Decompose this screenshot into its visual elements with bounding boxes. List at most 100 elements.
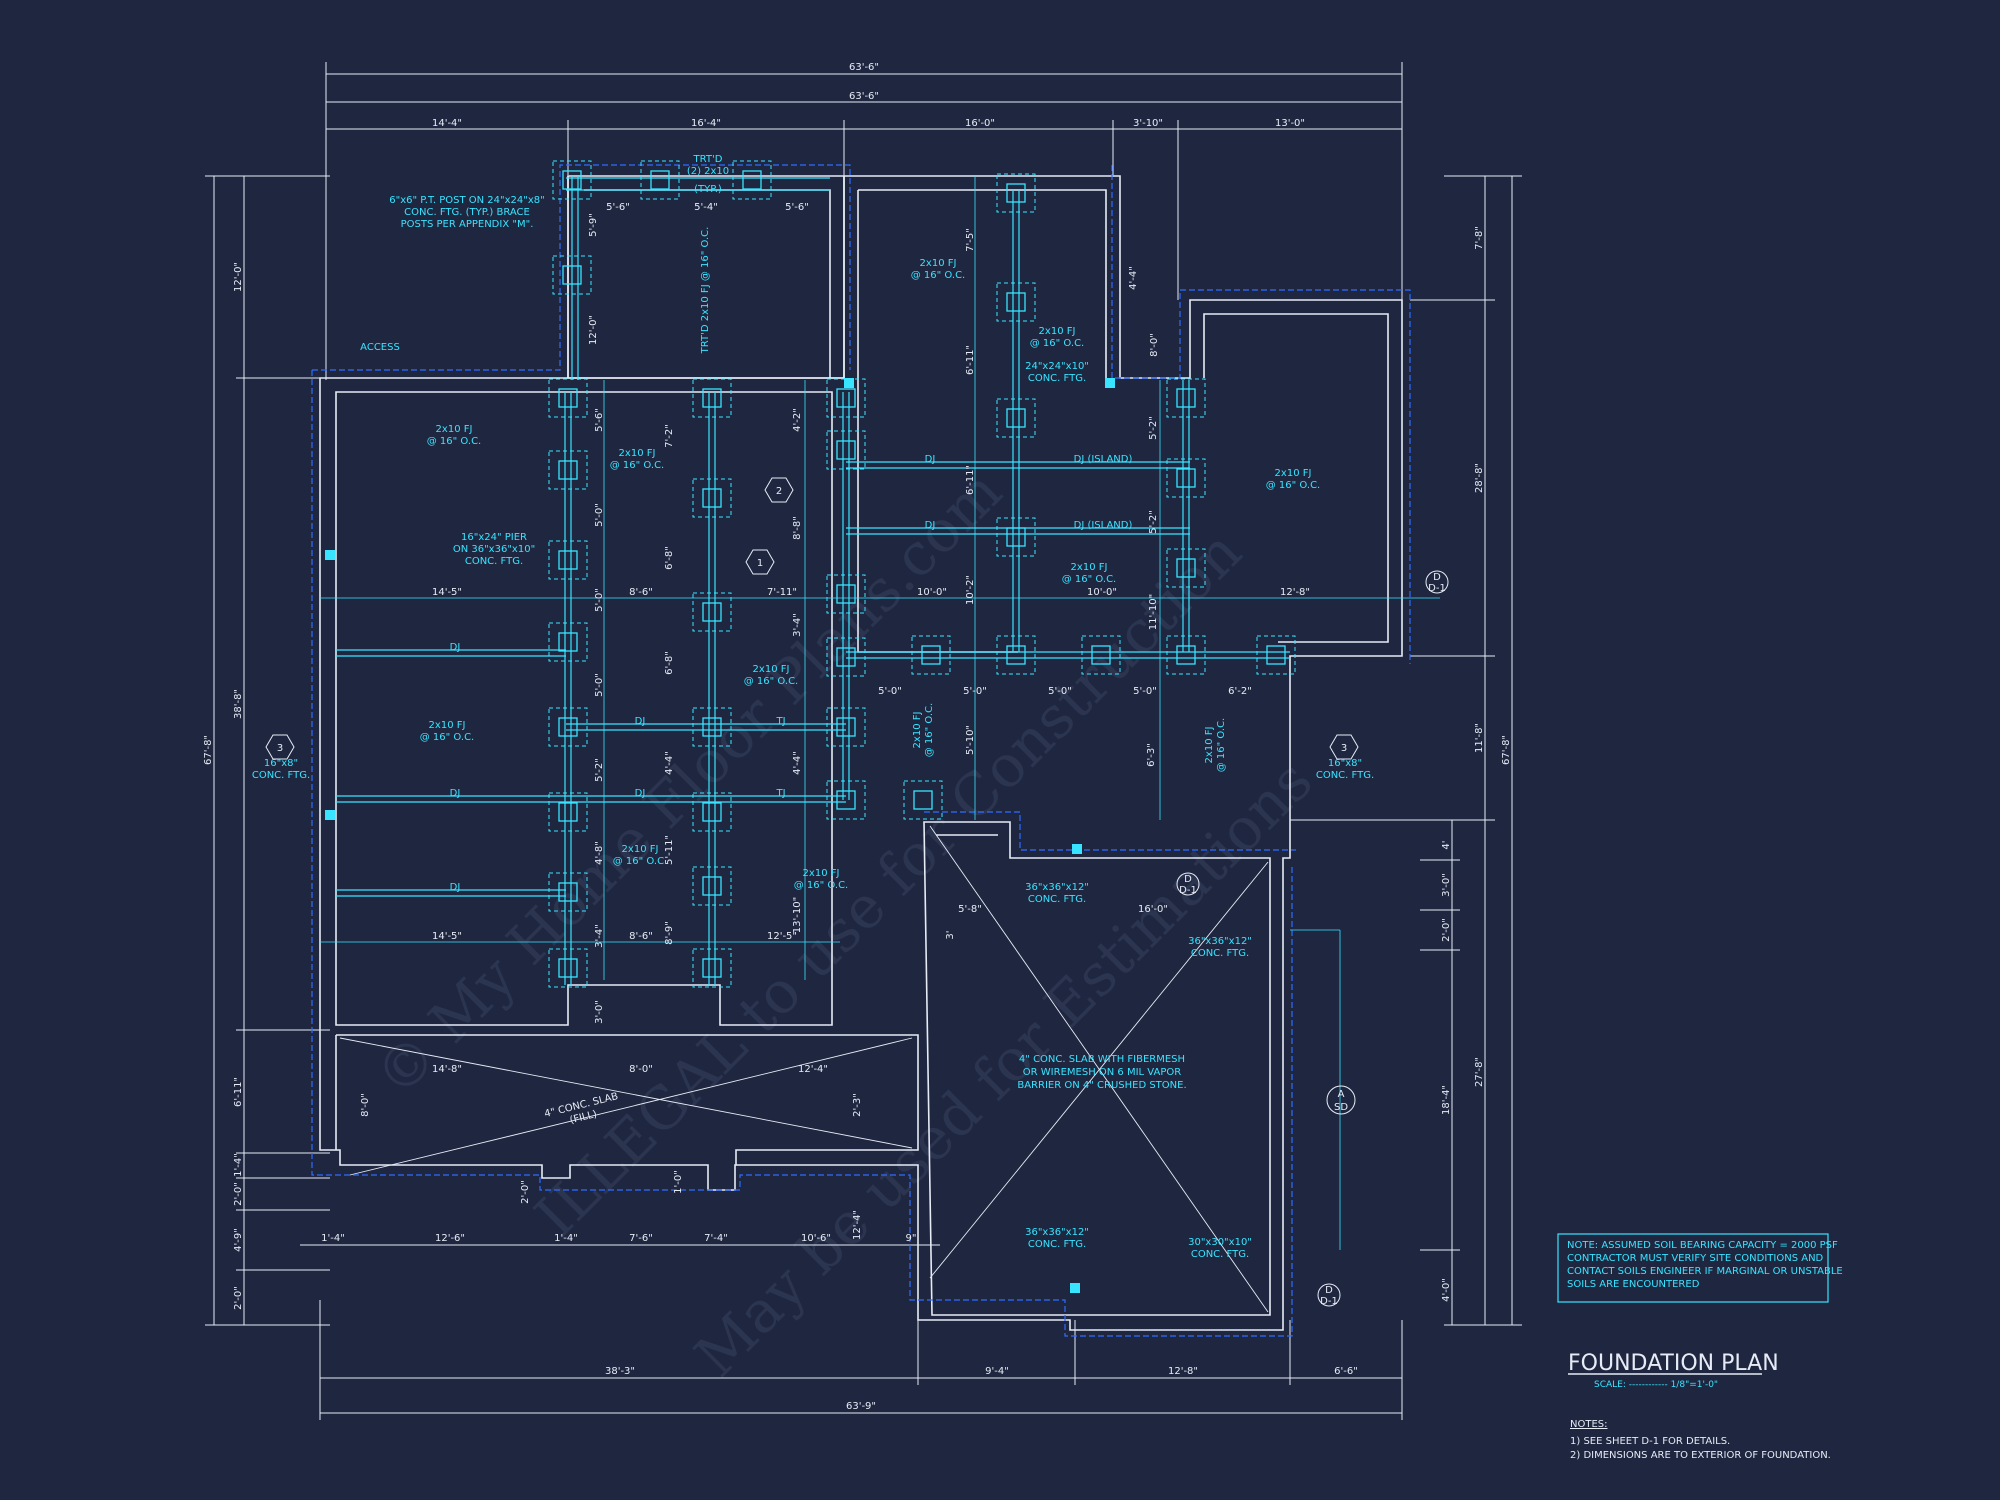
dim-top-seg-0: 14'-4" [432,118,462,129]
vertical-dim-text: 13'-10" [792,897,803,933]
vertical-dim-text: 3'-4" [594,924,605,948]
fj-label-11a: 2x10 FJ [912,712,923,749]
dim-int-d-1: 8'-6" [629,931,653,942]
fj-label-8b: @ 16" O.C. [420,732,475,743]
fj-label-9a: 2x10 FJ [622,844,659,855]
pier-footing [548,792,588,832]
dim-bottom-seg-1: 9'-4" [985,1366,1009,1377]
vertical-dim-text: 6'-3" [1146,743,1157,767]
dj-island-1: DJ (ISLAND) [1074,454,1133,465]
dj-label-3: DJ [450,882,461,893]
trtd-line-1: TRT'D [693,154,723,165]
dim-bottom-seg-3: 6'-6" [1334,1366,1358,1377]
dim-porch-3: 7'-6" [629,1233,653,1244]
tag-symbols [265,477,1449,1307]
fj-label-11b: @ 16" O.C. [924,703,935,758]
vertical-dim-text: 8'-8" [792,516,803,540]
soil-note-line-2: CONTRACTOR MUST VERIFY SITE CONDITIONS A… [1567,1253,1824,1264]
vertical-interior-dims: 5'-6"5'-0"5'-0"5'-0"5'-2"4'-8"3'-4"3'-0"… [360,213,1160,1240]
vertical-dim-text: 4'-2" [792,408,803,432]
section-a-sheet: SD [1334,1102,1348,1113]
trtd-line-2: (2) 2x10 [687,166,729,177]
dim-bottom-seg-2: 12'-8" [1168,1366,1198,1377]
ftg36-a-2: CONC. FTG. [1028,894,1086,905]
fj-label-2a: 2x10 FJ [619,448,656,459]
vertical-dim-text: 10'-2" [965,575,976,605]
dim-left-seg-2: 6'-11" [233,1077,244,1107]
vertical-dim-text: 6'-11" [965,465,976,495]
dim-right-inner-0: 4' [1441,840,1452,849]
pier-footing [548,450,588,490]
pier-footing [826,637,866,677]
ftg24-note-2: CONC. FTG. [1028,373,1086,384]
dj-label-6: DJ [925,454,936,465]
pier-footing [1166,548,1206,588]
vertical-dim-text: 2'-3" [852,1093,863,1117]
dj-label-5: DJ [635,788,646,799]
dim-int-f-1: 8'-0" [629,1064,653,1075]
dim-porch-2: 1'-4" [554,1233,578,1244]
pier-note-1: 16"x24" PIER [461,532,527,543]
tj-label-2: TJ [775,788,785,799]
pier-footing [548,872,588,912]
vertical-dim-text: 5'-11" [664,835,675,865]
conc-ftg16-left-2: CONC. FTG. [252,770,310,781]
dim-porch-0: 1'-4" [321,1233,345,1244]
vertical-dim-text: 3'-0" [594,1000,605,1024]
conc-ftg16-right-2: CONC. FTG. [1316,770,1374,781]
footing-outlines [311,164,1411,1337]
detail-d-3-sub: D-1 [1320,1296,1338,1307]
detail-d-circle-3 [1317,1283,1341,1307]
tj-label-1: TJ [775,716,785,727]
fj-label-12b: @ 16" O.C. [1216,718,1227,773]
pier-footing [640,160,680,200]
fj-label-6a: 2x10 FJ [1071,562,1108,573]
fj-label-1a: 2x10 FJ [436,424,473,435]
vertical-dim-text: 4'-4" [792,751,803,775]
pier-footing [692,478,732,518]
conc-ftg16-left-1: 16"x8" [264,758,298,769]
vertical-dim-text: 3'-4" [792,613,803,637]
pier-footing [826,430,866,470]
fj-label-2b: @ 16" O.C. [610,460,665,471]
vertical-dim-text: 5'-6" [594,408,605,432]
access-label: ACCESS [360,342,400,353]
dim-int-c-4: 6'-2" [1228,686,1252,697]
pier-footing [826,574,866,614]
dim-right-inner-3: 18'-4" [1441,1085,1452,1115]
dim-top-seg-4: 13'-0" [1275,118,1305,129]
ftg36-b-1: 36"x36"x12" [1188,936,1252,947]
fj-label-4a: 2x10 FJ [1039,326,1076,337]
trtd-line-3: (TYP.) [694,184,722,195]
vertical-dim-text: 7'-2" [664,424,675,448]
dim-left-seg-1: 38'-8" [233,689,244,719]
pier-footing [996,398,1036,438]
pier-footing [826,707,866,747]
soil-note-box: NOTE: ASSUMED SOIL BEARING CAPACITY = 20… [1557,1233,1843,1303]
notes-heading: NOTES: [1570,1419,1608,1430]
pier-footing [692,592,732,632]
plan-scale: SCALE: ------------ 1/8"=1'-0" [1594,1380,1718,1390]
vertical-dim-text: 12'-4" [852,1210,863,1240]
vertical-dim-text: 8'-0" [360,1093,371,1117]
fj-label-1b: @ 16" O.C. [427,436,482,447]
dim-left-seg-3: 1'-4" [233,1153,244,1177]
vertical-dim-text: 2'-0" [520,1180,531,1204]
pier-footing [552,160,592,200]
vertical-dim-text: 7'-5" [965,228,976,252]
soil-note-line-4: SOILS ARE ENCOUNTERED [1567,1279,1700,1290]
dim-right-seg-3: 27'-8" [1474,1057,1485,1087]
dim-porch-4: 7'-4" [704,1233,728,1244]
pier-group [325,160,1296,1293]
fj-label-9b: @ 16" O.C. [613,856,668,867]
vertical-dim-text: 8'-9" [664,921,675,945]
dim-int-b-0: 5'-6" [606,202,630,213]
pier-note-2: ON 36"x36"x10" [453,544,535,555]
slab-note-3: BARRIER ON 4" CRUSHED STONE. [1017,1080,1186,1091]
dj-label-1: DJ [450,642,461,653]
dim-int-e-0: 5'-8" [958,904,982,915]
dim-right-overall: 67'-8" [1501,735,1512,765]
vertical-dim-text: 5'-2" [1148,510,1159,534]
tag-text: 1 2 3 3 A SD D D-1 D D-1 D D-1 [277,486,1446,1307]
pier-footing [692,378,732,418]
